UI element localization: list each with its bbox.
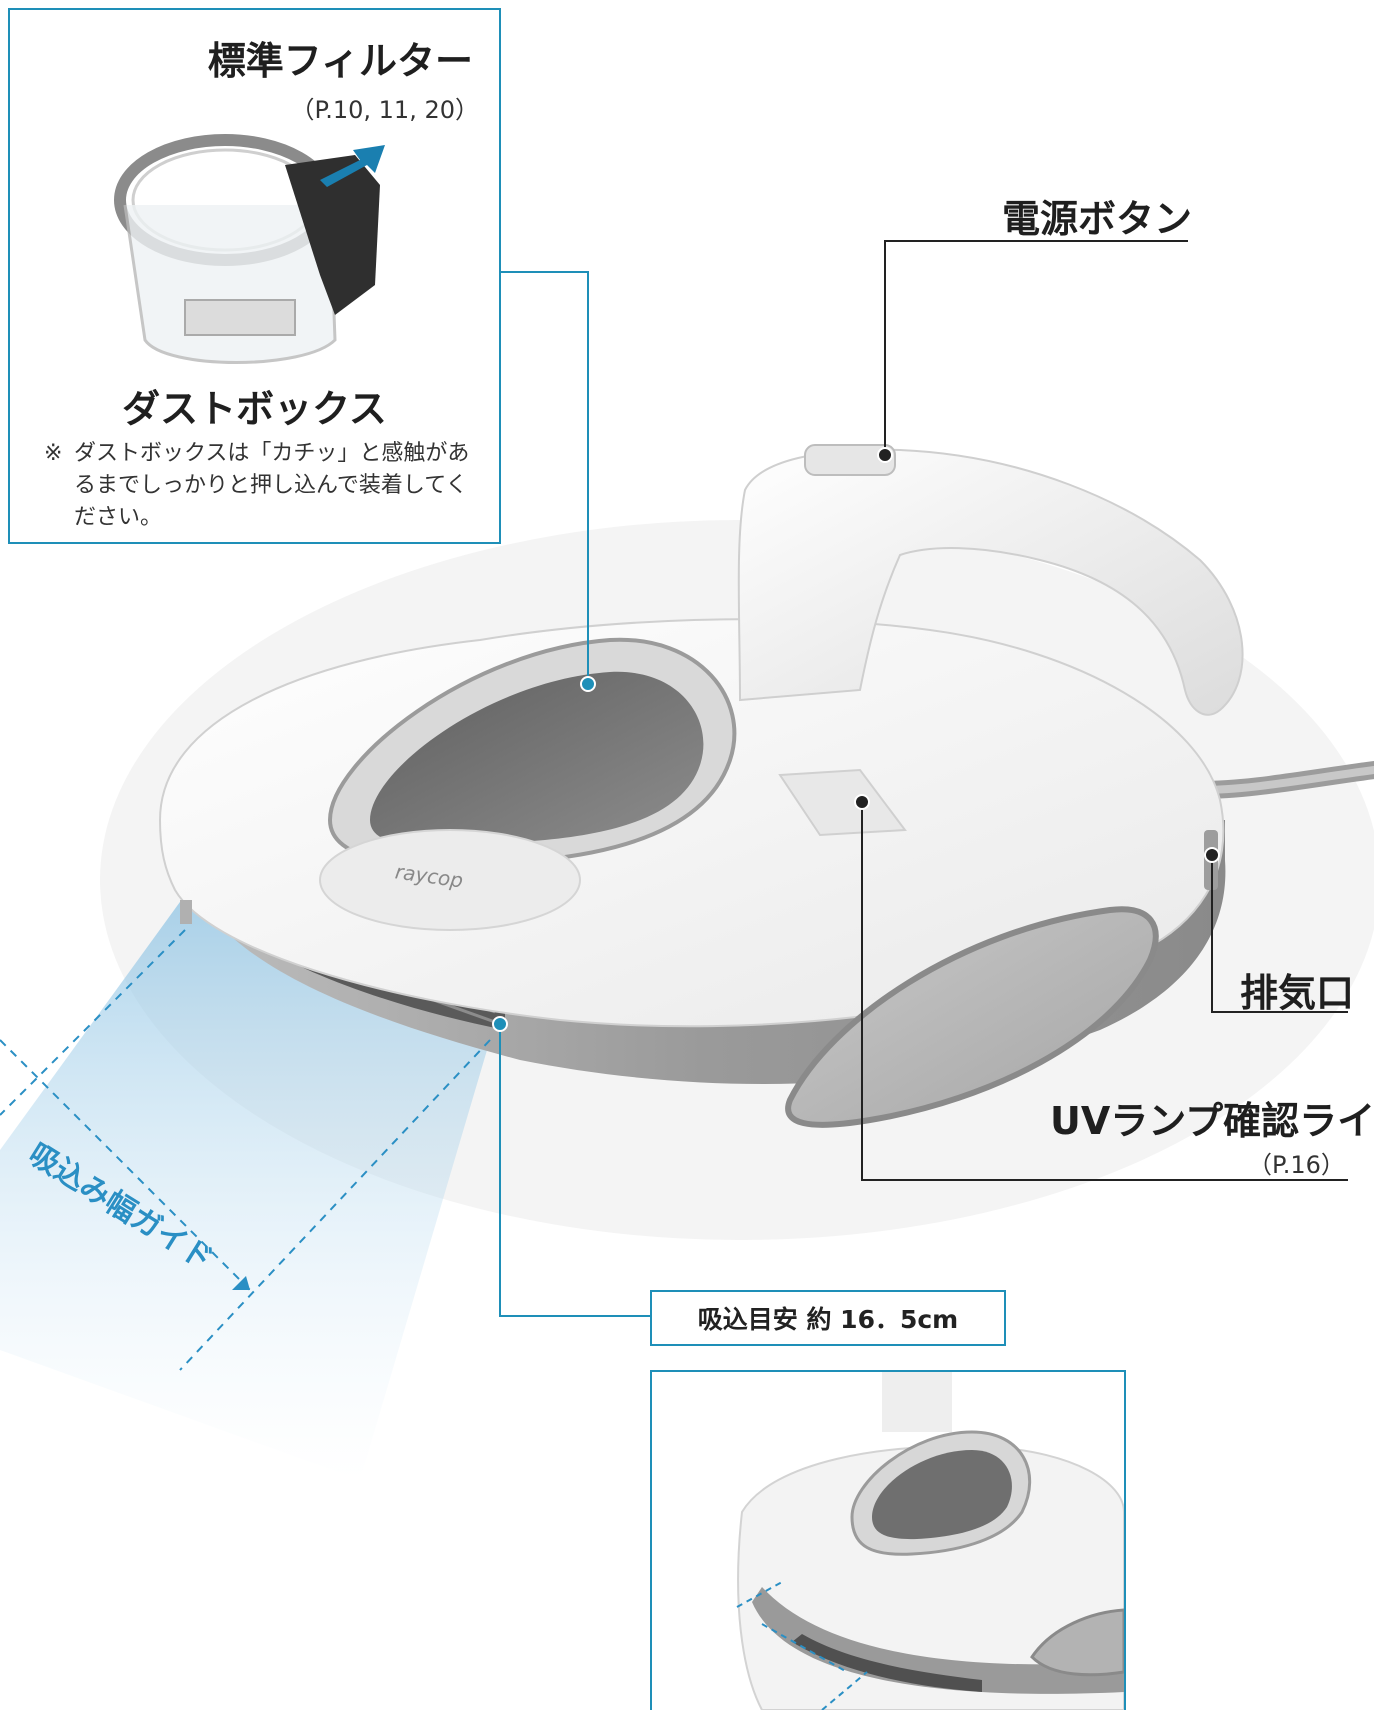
note-text: ダストボックスは「カチッ」と感触があるまでしっかりと押し込んで装着してください。 (74, 441, 470, 530)
inset-detail (650, 1370, 1126, 1710)
handle (737, 448, 1244, 716)
suction-measure-box: 吸込目安 約 16．5cm (650, 1290, 1006, 1346)
suction-beam (0, 895, 490, 1480)
inset-illustration (736, 1372, 1124, 1710)
callout-dots (492, 447, 1220, 1032)
uv-lamp-slot (778, 768, 907, 837)
standard-filter-ref: （P.10, 11, 20） (290, 96, 480, 124)
suction-measure-text: 吸込目安 約 16．5cm (697, 1305, 959, 1334)
note-mark: ※ (44, 441, 63, 466)
dust-box-illustration (114, 134, 385, 364)
dust-box-label: ダストボックス (122, 387, 387, 431)
uv-lamp-ref: （P.16） (1248, 1151, 1345, 1179)
dust-box-callout: 標準フィルター （P.10, 11, 20） ダストボックス ※ ダストボックス… (8, 8, 501, 544)
arrow-up-right-icon (320, 145, 385, 187)
power-button-panel (804, 444, 896, 476)
uv-lamp-label: UVランプ確認ライト (1050, 1099, 1374, 1143)
power-button-label: 電源ボタン (1002, 197, 1193, 241)
dust-box-window (370, 671, 704, 847)
dust-box-note: ※ ダストボックスは「カチッ」と感触があるまでしっかりと押し込んで装着してくださ… (44, 438, 484, 534)
exhaust-label: 排気口 (1240, 971, 1355, 1015)
standard-filter-label: 標準フィルター (207, 39, 473, 83)
